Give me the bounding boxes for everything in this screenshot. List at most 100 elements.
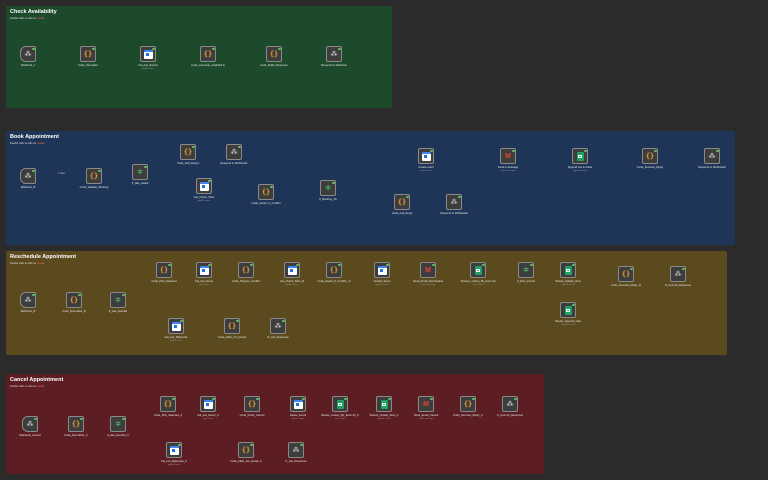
google-sheets-icon [564,305,572,315]
node-cal-list-events[interactable] [140,46,156,62]
node-label: Sheets_Lookup_By_Even tId [460,280,496,283]
node-code-build-response[interactable]: {} [266,46,282,62]
node-send-a-message[interactable]: M [500,148,516,164]
node-send-email-reschedule[interactable]: M [420,262,436,278]
node-icon-wrap: ⁂ [671,267,685,281]
node-code-fail-reply[interactable]: {} [394,194,410,210]
success-check-icon [122,417,125,420]
guide-link[interactable]: Guide [37,17,45,20]
success-check-icon [212,47,215,50]
node-c-commit-response[interactable]: ⁂ [502,396,518,412]
node-cal-get-event[interactable] [196,262,212,278]
node-respond-to-webhook[interactable]: ⁂ [326,46,342,62]
node-label: Code_Success_Reply_R [611,284,641,287]
node-sheets-update-row[interactable] [560,262,576,278]
guide-link[interactable]: Guide [37,385,45,388]
node-if-has-eventid-c[interactable]: ≑ [110,416,126,432]
node-c-list-response[interactable]: ⁂ [288,442,304,458]
node-cal-list-myevents[interactable] [168,318,184,334]
node-cal-list-myevents-c[interactable] [166,442,182,458]
node-code-prepare-conflict[interactable]: {} [238,262,254,278]
code-icon: {} [227,321,237,330]
google-sheets-icon [380,399,388,409]
node-cal-check-slots[interactable] [196,178,212,194]
node-respond-to-webhook3[interactable]: ⁂ [704,148,720,164]
success-check-icon [296,263,299,266]
node-if-has-failed[interactable]: ≑ [132,164,148,180]
node-code-normalize-r[interactable]: {} [66,292,82,308]
node-respond-to-webhook2[interactable]: ⁂ [446,194,462,210]
node-r-list-response[interactable]: ⁂ [270,318,286,334]
node-append-row-in-sheet[interactable] [572,148,588,164]
node-label: Code_Prepare_Conflict [232,280,260,283]
node-label: Cal_Get_Event [194,280,214,283]
node-if-booking-ok[interactable]: ≑ [320,180,336,196]
success-check-icon [472,397,475,400]
node-update-event[interactable] [374,262,390,278]
node-create-event[interactable] [418,148,434,164]
node-icon-wrap: {} [201,47,215,61]
node-code-assert-if-conflict-r[interactable]: {} [326,262,342,278]
google-calendar-icon [421,151,431,161]
success-check-icon [406,195,409,198]
node-code-fail-reply1[interactable]: {} [180,144,196,160]
node-operation: create: event [419,169,433,172]
success-check-icon [572,303,575,306]
node-code-success-reply-c[interactable]: {} [460,396,476,412]
success-check-icon [236,319,239,322]
node-code-normalize-c[interactable]: {} [68,416,84,432]
node-icon-wrap [561,263,575,277]
node-cal-get-event-c[interactable] [200,396,216,412]
success-check-icon [92,47,95,50]
node-code-success-reply[interactable]: {} [642,148,658,164]
node-if-row-found[interactable]: ≑ [518,262,534,278]
success-check-icon [80,417,83,420]
node-code-assert-if-conflict[interactable]: {} [258,184,274,200]
node-webhook-r[interactable]: ⁂ [20,292,36,308]
node-code-filter-cur-email-c[interactable]: {} [238,442,254,458]
node-label: Cal_Check_Slots [193,196,215,199]
gmail-icon: M [505,152,511,160]
node-webhook-cancel[interactable]: ⁂ [22,416,38,432]
node-sheets-lookup-by-even-tid[interactable] [470,262,486,278]
node-sheets-lookup-by-even-tid-c[interactable] [332,396,348,412]
node-label: Delete_Event [289,414,307,417]
node-label: Code_Validate_Booking [79,186,109,189]
node-operation: getAll: event [167,463,181,466]
node-operation: delete: event [291,417,305,420]
guide-link[interactable]: Guide [37,142,45,145]
node-sheets-update-row-c[interactable] [376,396,392,412]
node-code-pick-selected-c[interactable]: {} [160,396,176,412]
node-webhook-b[interactable]: ⁂ [20,168,36,184]
sticky-title: Check Availability [10,9,57,15]
node-icon-wrap: ⁂ [21,47,35,61]
node-code-filter-cur-email[interactable]: {} [224,318,240,334]
node-cal-check-slots-r[interactable] [284,262,300,278]
node-delete-event[interactable] [290,396,306,412]
node-code-validate-booking[interactable]: {} [86,168,102,184]
guide-link[interactable]: Guide [37,262,45,265]
gmail-icon: M [423,400,429,408]
node-webhook-1[interactable]: ⁂ [20,46,36,62]
node-respond-to-webhook1[interactable]: ⁂ [226,144,242,160]
node-send-email-cancel[interactable]: M [418,396,434,412]
node-icon-wrap: ⁂ [289,443,303,457]
google-calendar-icon [199,181,209,191]
node-code-normalize[interactable]: {} [80,46,96,62]
node-sheets-append-new[interactable] [560,302,576,318]
node-label: If_Has_EventId [108,310,128,313]
edge-item-count: 1 item [58,172,66,175]
node-code-pick-selected[interactable]: {} [156,262,172,278]
node-label: Webhook_B [20,186,36,189]
node-if-has-eventid[interactable]: ≑ [110,292,126,308]
node-code-success-reply-r[interactable]: {} [618,266,634,282]
node-code-prefix-cancel[interactable]: {} [244,396,260,412]
node-code-compute-availabili-ty[interactable]: {} [200,46,216,62]
node-label: Respond to Webhook1 [220,162,248,165]
node-label: Respond to Webhook3 [698,166,726,169]
node-r-commit-response[interactable]: ⁂ [670,266,686,282]
